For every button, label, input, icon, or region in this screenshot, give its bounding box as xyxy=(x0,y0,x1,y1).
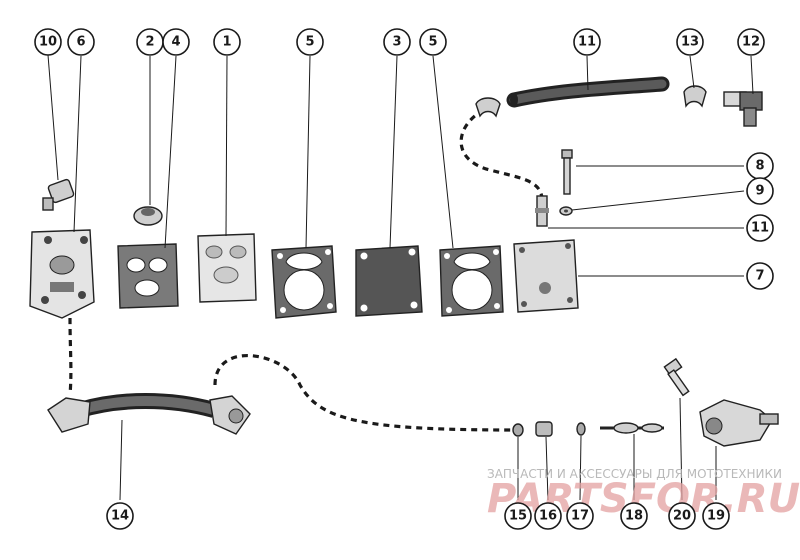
callout-6-label: 6 xyxy=(76,35,85,50)
callout-17-label: 16 xyxy=(539,509,557,524)
callout-7-label: 7 xyxy=(755,269,764,284)
part-4-gasket xyxy=(117,243,179,309)
part-10-nipple-fitting xyxy=(535,195,549,227)
callout-10-label: 11 xyxy=(751,221,769,236)
callout-13: 12 xyxy=(737,28,765,56)
callout-19-label: 18 xyxy=(625,509,643,524)
callout-11-label: 10 xyxy=(39,35,57,50)
callout-9: 9 xyxy=(746,177,774,205)
part-17-valve xyxy=(535,421,553,437)
leader-lines xyxy=(47,54,754,501)
part-6-pump-base xyxy=(29,229,95,319)
callout-8: 8 xyxy=(746,152,774,180)
part-19-check-valve xyxy=(600,422,664,434)
part-3-diaphragm xyxy=(355,245,423,317)
callout-15-label: 14 xyxy=(111,509,129,524)
hose-clamp-upper xyxy=(475,97,501,118)
callout-17: 16 xyxy=(534,502,562,530)
callout-14-label: 13 xyxy=(681,35,699,50)
callout-18: 17 xyxy=(566,502,594,530)
callout-5-right-label: 5 xyxy=(428,35,437,50)
callout-16: 15 xyxy=(504,502,532,530)
part-15-hose-assembly xyxy=(47,393,251,435)
callout-12-label: 11 xyxy=(578,35,596,50)
callout-19: 18 xyxy=(620,502,648,530)
part-11-fitting xyxy=(42,178,75,211)
callout-20-label: 19 xyxy=(707,509,725,524)
part-12-fuel-hose xyxy=(506,76,670,108)
fuel-line-dashed-upper xyxy=(459,108,544,199)
callout-13-label: 12 xyxy=(742,35,760,50)
callout-21: 20 xyxy=(668,502,696,530)
part-18-ring xyxy=(576,422,586,436)
callout-12: 11 xyxy=(573,28,601,56)
callout-8-label: 8 xyxy=(755,159,764,174)
part-2-check-valve xyxy=(133,206,163,226)
callout-11: 10 xyxy=(34,28,62,56)
part-9-washer xyxy=(559,206,573,216)
callout-10: 11 xyxy=(746,214,774,242)
watermark-caption: ЗАПЧАСТИ И АКСЕССУАРЫ ДЛЯ МОТОТЕХНИКИ xyxy=(487,467,782,481)
callout-6: 6 xyxy=(67,28,95,56)
callout-7: 7 xyxy=(746,262,774,290)
callout-16-label: 15 xyxy=(509,509,527,524)
part-5-gasket-left xyxy=(271,245,337,319)
callout-14: 13 xyxy=(676,28,704,56)
callout-21-label: 20 xyxy=(673,509,691,524)
callout-1: 1 xyxy=(213,28,241,56)
callout-5-left-label: 5 xyxy=(305,35,314,50)
callout-15: 14 xyxy=(106,502,134,530)
callout-5-right: 5 xyxy=(419,28,447,56)
part-20-fitting-block xyxy=(699,399,779,447)
part-14-hose-clamp xyxy=(683,85,707,108)
callout-3-label: 3 xyxy=(392,35,401,50)
part-8-screw xyxy=(561,149,573,195)
callout-4: 4 xyxy=(162,28,190,56)
callout-1-label: 1 xyxy=(222,35,231,50)
part-21-bolt xyxy=(663,357,690,397)
callout-3: 3 xyxy=(383,28,411,56)
part-7-pump-cover xyxy=(513,239,579,313)
callout-4-label: 4 xyxy=(171,35,180,50)
part-16-ring xyxy=(512,423,524,437)
fuel-line-dashed-left xyxy=(68,317,73,396)
callout-5-left: 5 xyxy=(296,28,324,56)
callout-9-label: 9 xyxy=(755,184,764,199)
part-1-valve-plate xyxy=(197,233,257,303)
part-5-gasket-right xyxy=(439,245,504,317)
callout-20: 19 xyxy=(702,502,730,530)
fuel-line-dashed-lower xyxy=(213,353,516,432)
callout-18-label: 17 xyxy=(571,509,589,524)
callout-2: 2 xyxy=(136,28,164,56)
callout-2-label: 2 xyxy=(145,35,154,50)
part-13-elbow-fitting xyxy=(723,91,763,127)
